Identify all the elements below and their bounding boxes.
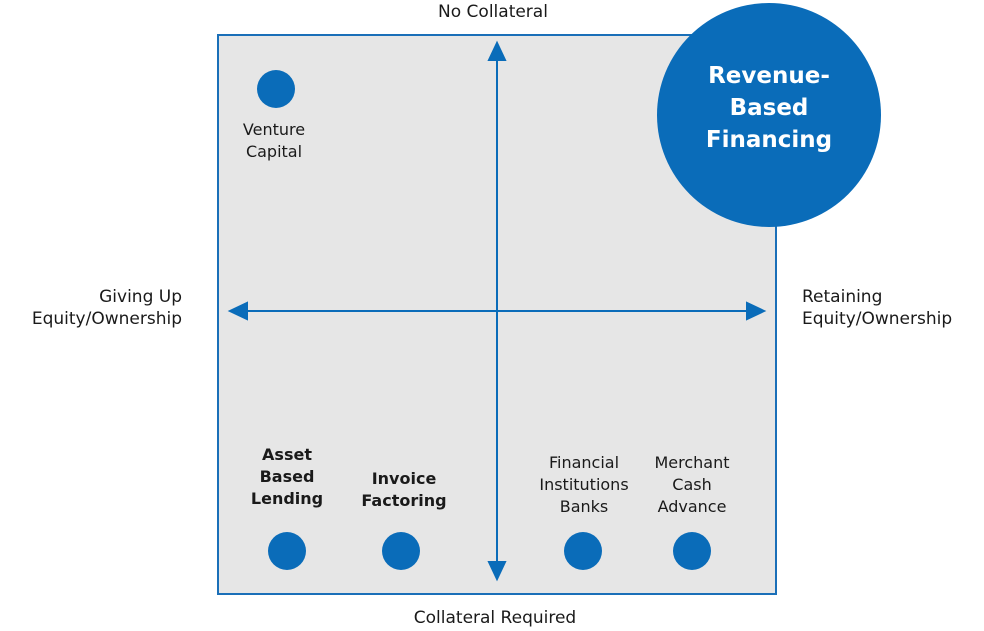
arrow-head-right — [746, 301, 767, 321]
venture-capital-label: Venture Capital — [242, 120, 306, 161]
revenue-based-financing-label: Revenue- Based Financing — [705, 63, 833, 153]
asset-based-lending-dot — [268, 532, 306, 570]
financial-institutions-label: Financial Institutions Banks — [539, 453, 629, 516]
financial-institutions-dot — [564, 532, 602, 570]
top-axis-label: No Collateral — [438, 2, 548, 22]
invoice-factoring-label: Invoice Factoring — [361, 469, 447, 510]
bottom-axis-label: Collateral Required — [413, 608, 577, 628]
merchant-cash-advance-dot — [673, 532, 711, 570]
asset-based-lending-label: Asset Based Lending — [250, 445, 324, 508]
revenue-based-financing-circle: Revenue- Based Financing — [657, 3, 881, 227]
arrow-head-left — [227, 301, 248, 321]
merchant-cash-advance-label: Merchant Cash Advance — [654, 453, 730, 516]
arrow-head-down — [487, 561, 507, 582]
invoice-factoring-dot — [382, 532, 420, 570]
left-axis-label: Giving Up Equity/Ownership — [31, 287, 182, 329]
arrow-head-up — [487, 40, 507, 61]
venture-capital-dot — [257, 70, 295, 108]
right-axis-label: Retaining Equity/Ownership — [802, 287, 953, 329]
